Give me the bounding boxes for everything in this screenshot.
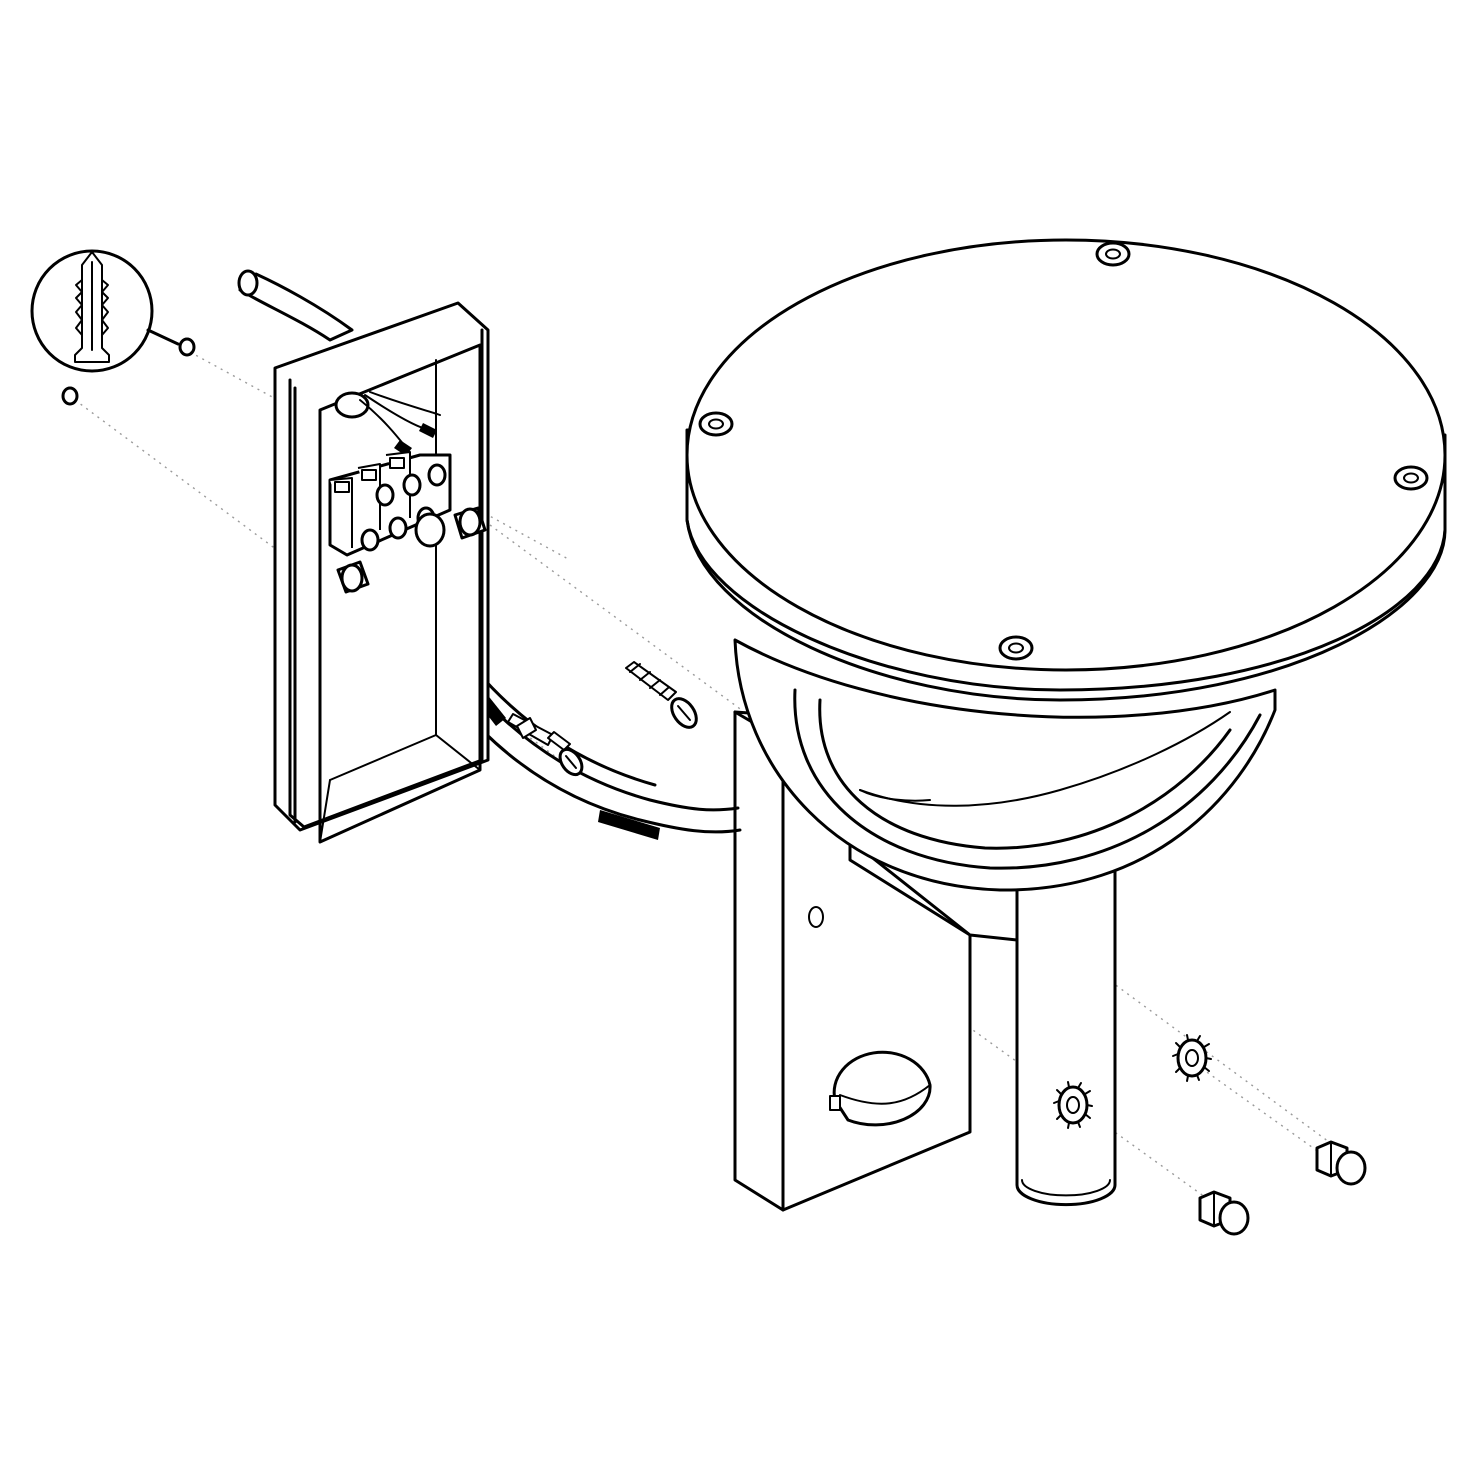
wall-hole-upper	[178, 337, 196, 357]
junction-box	[273, 301, 490, 844]
sensor-clip	[829, 1095, 841, 1111]
lamp-cap-screws	[698, 241, 1429, 661]
wall-hole-lower	[61, 386, 79, 406]
lamp-head	[685, 238, 1447, 892]
serrated-washer	[1053, 1034, 1212, 1129]
plate-screw-hole	[808, 906, 824, 928]
wood-screw	[625, 661, 698, 729]
wall-plug	[507, 713, 584, 777]
wall-plug-detail	[30, 249, 196, 406]
hex-cap-nut	[1198, 1140, 1367, 1236]
motion-sensor	[829, 1050, 932, 1127]
terminal-block	[328, 451, 487, 594]
wall-plug-icon	[74, 251, 110, 363]
